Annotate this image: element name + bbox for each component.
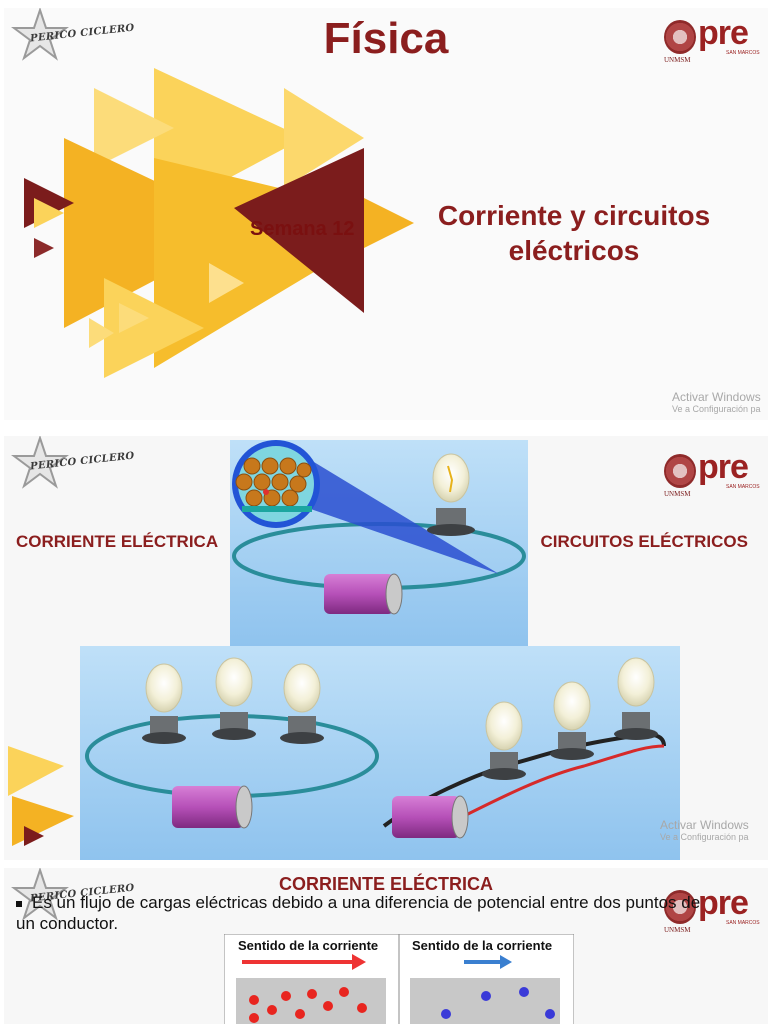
triangle-decoration [24, 68, 414, 378]
heading-electric-current: CORRIENTE ELÉCTRICA [16, 532, 219, 551]
slide-circuits: PERICO CICLERO pre UNMSM SAN MARCOS CORR… [4, 436, 768, 860]
watermark-line2: Ve a Configuración pa [660, 832, 749, 842]
university-seal-icon [664, 20, 696, 54]
perico-ciclero-logo [11, 868, 69, 921]
unmsm-pre-logo: pre UNMSM SAN MARCOS [664, 16, 760, 66]
san-marcos-label: SAN MARCOS [726, 50, 760, 56]
slide-title: CORRIENTE ELÉCTRICA [278, 874, 493, 894]
figure-left-label: Sentido de la corriente [238, 938, 379, 953]
bulb-row-left [142, 657, 324, 744]
circuit-illustration [8, 440, 680, 860]
current-direction-figure [224, 934, 574, 1024]
figure-right-label: Sentido de la corriente [412, 938, 553, 953]
watermark-line1: Activar Windows [660, 818, 749, 832]
course-title: Física [323, 14, 449, 63]
heading-electric-circuits: CIRCUITOS ELÉCTRICOS [540, 532, 748, 551]
slide-title: PERICO CICLERO Física pre UNMSM SAN MARC… [4, 8, 768, 420]
university-seal-icon [664, 454, 696, 488]
pre-logo-text: pre [698, 448, 749, 486]
perico-ciclero-logo [11, 8, 69, 61]
unmsm-pre-logo: pre UNMSM SAN MARCOS [664, 886, 760, 936]
perico-ciclero-logo [11, 436, 69, 489]
unmsm-label: UNMSM [664, 490, 691, 498]
unmsm-pre-logo: pre UNMSM SAN MARCOS [664, 450, 760, 500]
pre-logo-text: pre [698, 14, 749, 52]
san-marcos-label: SAN MARCOS [726, 920, 760, 926]
definition-paragraph: Es un flujo de cargas eléctricas debido … [16, 892, 706, 935]
unmsm-label: UNMSM [664, 56, 691, 64]
slide-subtitle: Corriente y circuitos eléctricos [437, 200, 711, 266]
san-marcos-label: SAN MARCOS [726, 484, 760, 490]
watermark-line1: Activar Windows [672, 390, 761, 404]
pre-logo-text: pre [698, 884, 749, 922]
week-label: Semana 12 [250, 218, 355, 240]
activate-windows-watermark: Activar Windows Ve a Configuración pa [672, 390, 761, 414]
activate-windows-watermark: Activar Windows Ve a Configuración pa [660, 818, 749, 842]
atom-lattice [235, 457, 312, 507]
bulb-row-right [482, 657, 658, 780]
slide-current-definition: PERICO CICLERO CORRIENTE ELÉCTRICA pre U… [4, 868, 768, 1024]
unmsm-label: UNMSM [664, 926, 691, 934]
definition-text: Es un flujo de cargas eléctricas debido … [16, 893, 701, 934]
university-seal-icon [664, 890, 696, 924]
bullet-icon [16, 900, 22, 907]
watermark-line2: Ve a Configuración pa [672, 404, 761, 414]
